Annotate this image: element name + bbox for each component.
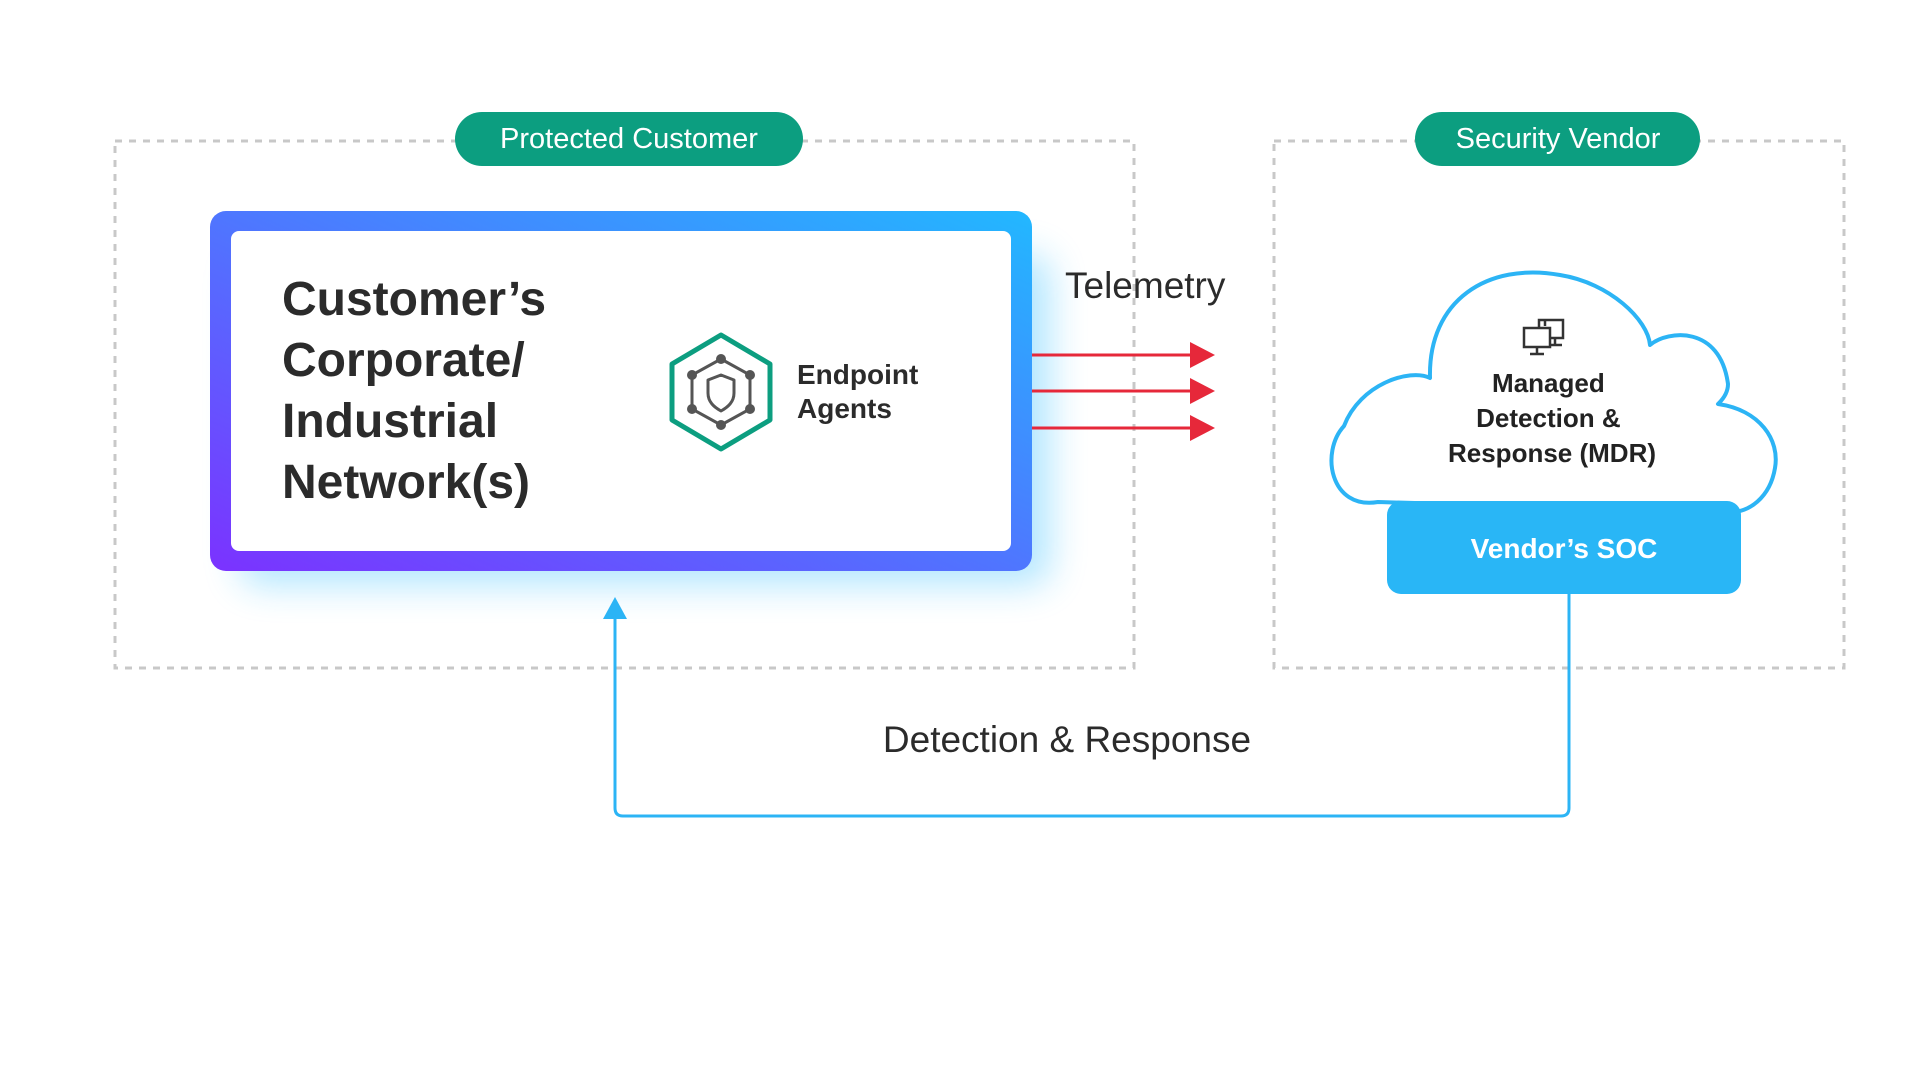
telemetry-arrowhead [1190, 342, 1215, 368]
endpoint-agents-label: Endpoint Agents [797, 359, 926, 424]
mdr-label-line: Managed [1492, 368, 1605, 398]
mdr-label-line: Detection & [1476, 403, 1620, 433]
endpoint-agents-line: Agents [797, 393, 892, 424]
soc-label: Vendor’s SOC [1471, 533, 1658, 564]
telemetry-arrowhead [1190, 415, 1215, 441]
network-title-line: Network(s) [282, 456, 530, 509]
telemetry-arrowhead [1190, 378, 1215, 404]
telemetry-arrows [1032, 342, 1215, 441]
feedback-arrowhead [603, 597, 627, 619]
monitors-icon [1522, 318, 1565, 356]
mdr-cloud [1329, 270, 1778, 515]
network-title: Customer’s Corporate/ Industrial Network… [282, 273, 559, 509]
mdr-label: Managed Detection & Response (MDR) [1448, 368, 1656, 468]
hexagon-shield-icon [669, 332, 773, 452]
customer-zone-label: Protected Customer [500, 123, 758, 155]
network-box [231, 231, 1011, 551]
network-title-line: Customer’s [282, 273, 546, 326]
telemetry-label: Telemetry [1065, 265, 1226, 306]
vendor-zone-pill: Security Vendor [1415, 112, 1700, 166]
feedback-label: Detection & Response [883, 719, 1251, 760]
soc-box [1387, 501, 1741, 594]
vendor-zone-label: Security Vendor [1456, 123, 1661, 155]
feedback-line [613, 594, 1571, 818]
network-title-line: Industrial [282, 395, 498, 448]
customer-zone-pill: Protected Customer [455, 112, 803, 166]
mdr-label-line: Response (MDR) [1448, 438, 1656, 468]
network-title-line: Corporate/ [282, 334, 525, 387]
endpoint-agents-line: Endpoint [797, 359, 918, 390]
